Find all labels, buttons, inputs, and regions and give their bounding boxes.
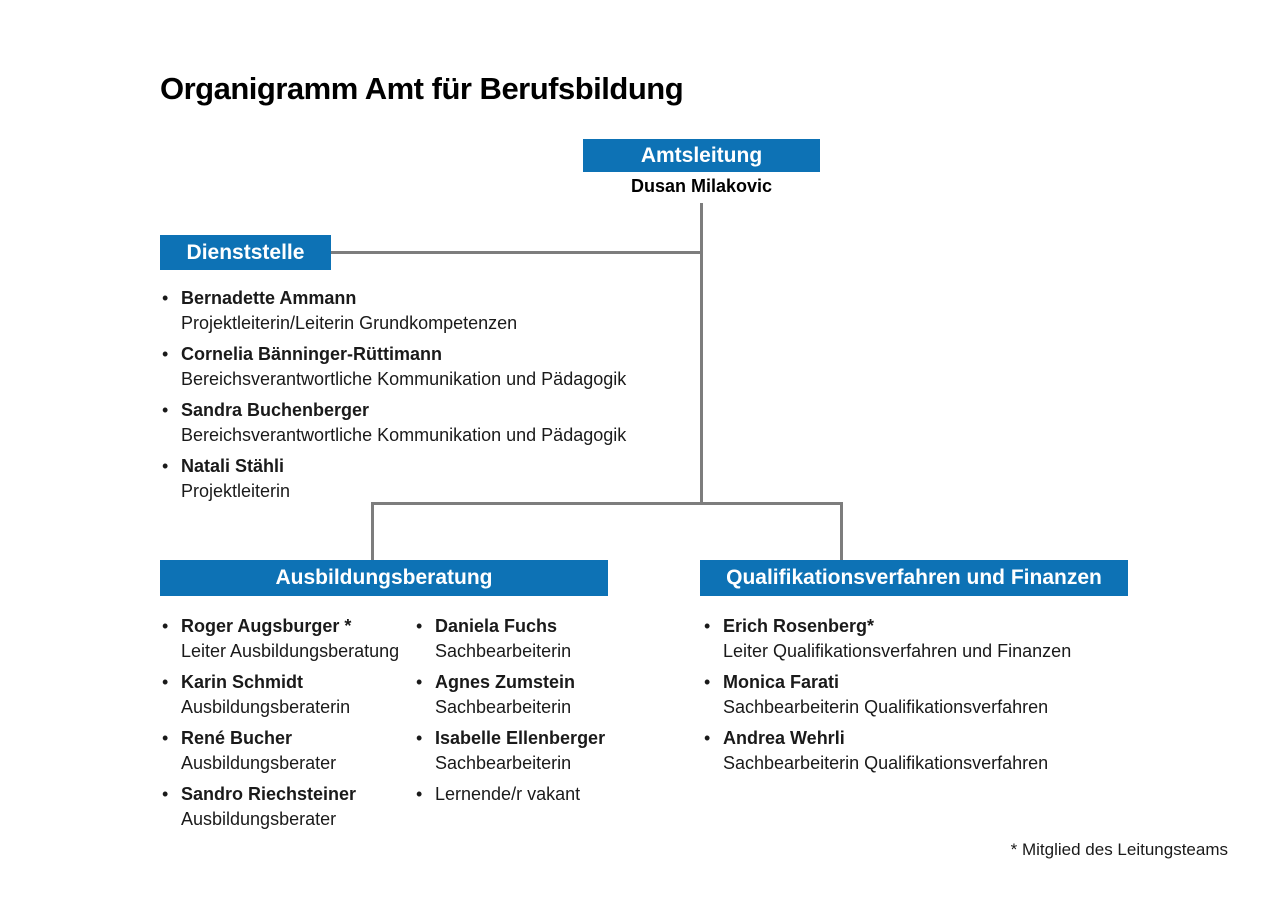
member-name: Sandro Riechsteiner xyxy=(181,784,357,804)
list-item: • Sandra Buchenberger Bereichsverantwort… xyxy=(160,398,720,448)
member-role: Bereichsverantwortliche Kommunikation un… xyxy=(181,425,627,445)
bullet-icon: • xyxy=(162,728,169,748)
list-item: • Erich Rosenberg* Leiter Qualifikations… xyxy=(702,614,1132,664)
member-name: Lernende/r vakant xyxy=(435,784,581,804)
list-item: • Isabelle Ellenberger Sachbearbeiterin xyxy=(414,726,644,776)
member-role: Ausbildungsberaterin xyxy=(181,697,351,717)
qualifikation-box: Qualifikationsverfahren und Finanzen xyxy=(700,560,1128,596)
list-item: • Daniela Fuchs Sachbearbeiterin xyxy=(414,614,644,664)
bullet-icon: • xyxy=(162,784,169,804)
list-item: • Karin Schmidt Ausbildungsberaterin xyxy=(160,670,412,720)
member-role: Sachbearbeiterin xyxy=(435,697,572,717)
connector-dienststelle-horizontal xyxy=(331,251,703,254)
bullet-icon: • xyxy=(162,616,169,636)
member-name: René Bucher xyxy=(181,728,293,748)
member-role: Bereichsverantwortliche Kommunikation un… xyxy=(181,369,627,389)
connector-qualifikation-drop xyxy=(840,502,843,560)
bullet-icon: • xyxy=(162,288,169,308)
member-role: Sachbearbeiterin xyxy=(435,641,572,661)
bullet-icon: • xyxy=(416,784,423,804)
member-role: Leiter Qualifikationsverfahren und Finan… xyxy=(723,641,1072,661)
member-name: Natali Stähli xyxy=(181,456,285,476)
ausbildungsberatung-member-list-col1: • Roger Augsburger * Leiter Ausbildungsb… xyxy=(160,614,412,838)
bullet-icon: • xyxy=(162,344,169,364)
bullet-icon: • xyxy=(162,456,169,476)
dienststelle-label: Dienststelle xyxy=(186,240,305,264)
ausbildungsberatung-label: Ausbildungsberatung xyxy=(275,566,493,589)
member-name: Andrea Wehrli xyxy=(723,728,845,748)
list-item: • Andrea Wehrli Sachbearbeiterin Qualifi… xyxy=(702,726,1132,776)
bullet-icon: • xyxy=(162,400,169,420)
amtsleitung-label: Amtsleitung xyxy=(640,143,763,167)
amtsleitung-head-name: Dusan Milakovic xyxy=(630,176,773,196)
member-name: Cornelia Bänninger-Rüttimann xyxy=(181,344,443,364)
list-item: • Bernadette Ammann Projektleiterin/Leit… xyxy=(160,286,720,336)
connector-ausbildung-drop xyxy=(371,502,374,560)
member-role: Sachbearbeiterin Qualifikationsverfahren xyxy=(723,753,1049,773)
list-item: • Lernende/r vakant xyxy=(414,782,644,807)
dienststelle-member-list: • Bernadette Ammann Projektleiterin/Leit… xyxy=(160,286,720,510)
list-item: • René Bucher Ausbildungsberater xyxy=(160,726,412,776)
connector-split-horizontal xyxy=(371,502,843,505)
ausbildungsberatung-box: Ausbildungsberatung xyxy=(160,560,608,596)
bullet-icon: • xyxy=(416,672,423,692)
qualifikation-member-list: • Erich Rosenberg* Leiter Qualifikations… xyxy=(702,614,1132,782)
list-item: • Sandro Riechsteiner Ausbildungsberater xyxy=(160,782,412,832)
member-name: Agnes Zumstein xyxy=(435,672,576,692)
amtsleitung-box: Amtsleitung xyxy=(583,139,820,172)
list-item: • Agnes Zumstein Sachbearbeiterin xyxy=(414,670,644,720)
footnote: * Mitglied des Leitungsteams xyxy=(1010,840,1228,859)
member-name: Daniela Fuchs xyxy=(435,616,558,636)
list-item: • Roger Augsburger * Leiter Ausbildungsb… xyxy=(160,614,412,664)
page-title: Organigramm Amt für Berufsbildung xyxy=(160,70,684,106)
bullet-icon: • xyxy=(704,728,711,748)
member-name: Isabelle Ellenberger xyxy=(435,728,606,748)
bullet-icon: • xyxy=(704,672,711,692)
member-role: Leiter Ausbildungsberatung xyxy=(181,641,400,661)
list-item: • Cornelia Bänninger-Rüttimann Bereichsv… xyxy=(160,342,720,392)
list-item: • Natali Stähli Projektleiterin xyxy=(160,454,720,504)
member-name: Erich Rosenberg* xyxy=(723,616,875,636)
bullet-icon: • xyxy=(704,616,711,636)
member-role: Projektleiterin xyxy=(181,481,291,501)
member-role: Projektleiterin/Leiterin Grundkompetenze… xyxy=(181,313,518,333)
connector-amtsleitung-vertical xyxy=(700,203,703,505)
qualifikation-label: Qualifikationsverfahren und Finanzen xyxy=(726,566,1102,589)
member-name: Sandra Buchenberger xyxy=(181,400,370,420)
bullet-icon: • xyxy=(162,672,169,692)
member-name: Monica Farati xyxy=(723,672,840,692)
member-role: Ausbildungsberater xyxy=(181,809,337,829)
member-role: Sachbearbeiterin xyxy=(435,753,572,773)
member-role: Ausbildungsberater xyxy=(181,753,337,773)
dienststelle-box: Dienststelle xyxy=(160,235,331,270)
member-name: Bernadette Ammann xyxy=(181,288,357,308)
ausbildungsberatung-member-list-col2: • Daniela Fuchs Sachbearbeiterin • Agnes… xyxy=(414,614,644,813)
member-role: Sachbearbeiterin Qualifikationsverfahren xyxy=(723,697,1049,717)
bullet-icon: • xyxy=(416,728,423,748)
member-name: Roger Augsburger * xyxy=(181,616,352,636)
bullet-icon: • xyxy=(416,616,423,636)
list-item: • Monica Farati Sachbearbeiterin Qualifi… xyxy=(702,670,1132,720)
member-name: Karin Schmidt xyxy=(181,672,304,692)
